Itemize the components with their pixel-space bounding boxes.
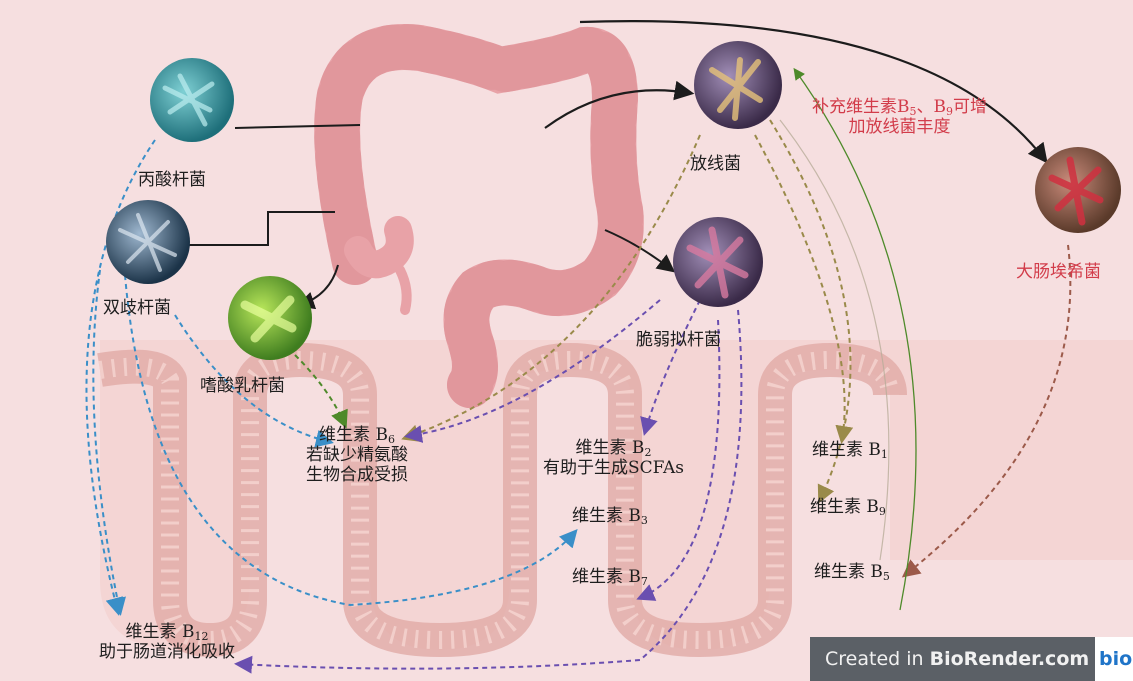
label-bacteroides: 脆弱拟杆菌 — [636, 330, 721, 350]
label-actinomycetes: 放线菌 — [690, 154, 741, 174]
label-lactobacillus: 嗜酸乳杆菌 — [200, 376, 285, 396]
vitamin-b9: 维生素 B9 — [810, 497, 886, 517]
biorender-watermark: Created in BioRender.com bio — [810, 637, 1133, 681]
biorender-logo: bio — [1095, 637, 1133, 681]
vitamin-b6: 维生素 B6 若缺少精氨酸 生物合成受损 — [306, 425, 408, 485]
vitamin-b2: 维生素 B2 有助于生成SCFAs — [543, 438, 684, 478]
bacteria-circle-ecoli — [1035, 147, 1121, 233]
vitamin-b2-desc: 有助于生成SCFAs — [543, 458, 684, 478]
vitamin-b6-desc-1: 若缺少精氨酸 — [306, 445, 408, 465]
bacteria-circle-propionibacterium — [150, 58, 234, 142]
note-line-2: 加放线菌丰度 — [812, 117, 987, 137]
bacteria-circle-actinomycetes — [694, 41, 782, 129]
vitamin-b12: 维生素 B12 助于肠道消化吸收 — [99, 622, 235, 662]
bacteria-circle-bacteroides — [673, 217, 763, 307]
vitamin-b1: 维生素 B1 — [812, 440, 888, 460]
bacteria-circle-bifidobacterium — [106, 200, 190, 284]
bacteria-circle-lactobacillus — [228, 276, 312, 360]
label-ecoli: 大肠埃希菌 — [1016, 262, 1101, 282]
label-propionibacterium: 丙酸杆菌 — [138, 170, 206, 190]
watermark-text: Created in BioRender.com — [825, 637, 1089, 681]
label-bifidobacterium: 双歧杆菌 — [103, 298, 171, 318]
note-b5-b9: 补充维生素B5、B9可增 加放线菌丰度 — [812, 97, 987, 137]
vitamin-b12-desc: 助于肠道消化吸收 — [99, 642, 235, 662]
vitamin-b6-desc-2: 生物合成受损 — [306, 465, 408, 485]
vitamin-b5: 维生素 B5 — [814, 562, 890, 582]
vitamin-b3: 维生素 B3 — [572, 506, 648, 526]
vitamin-b7: 维生素 B7 — [572, 567, 648, 587]
note-line-1: 补充维生素B5、B9可增 — [812, 97, 987, 117]
